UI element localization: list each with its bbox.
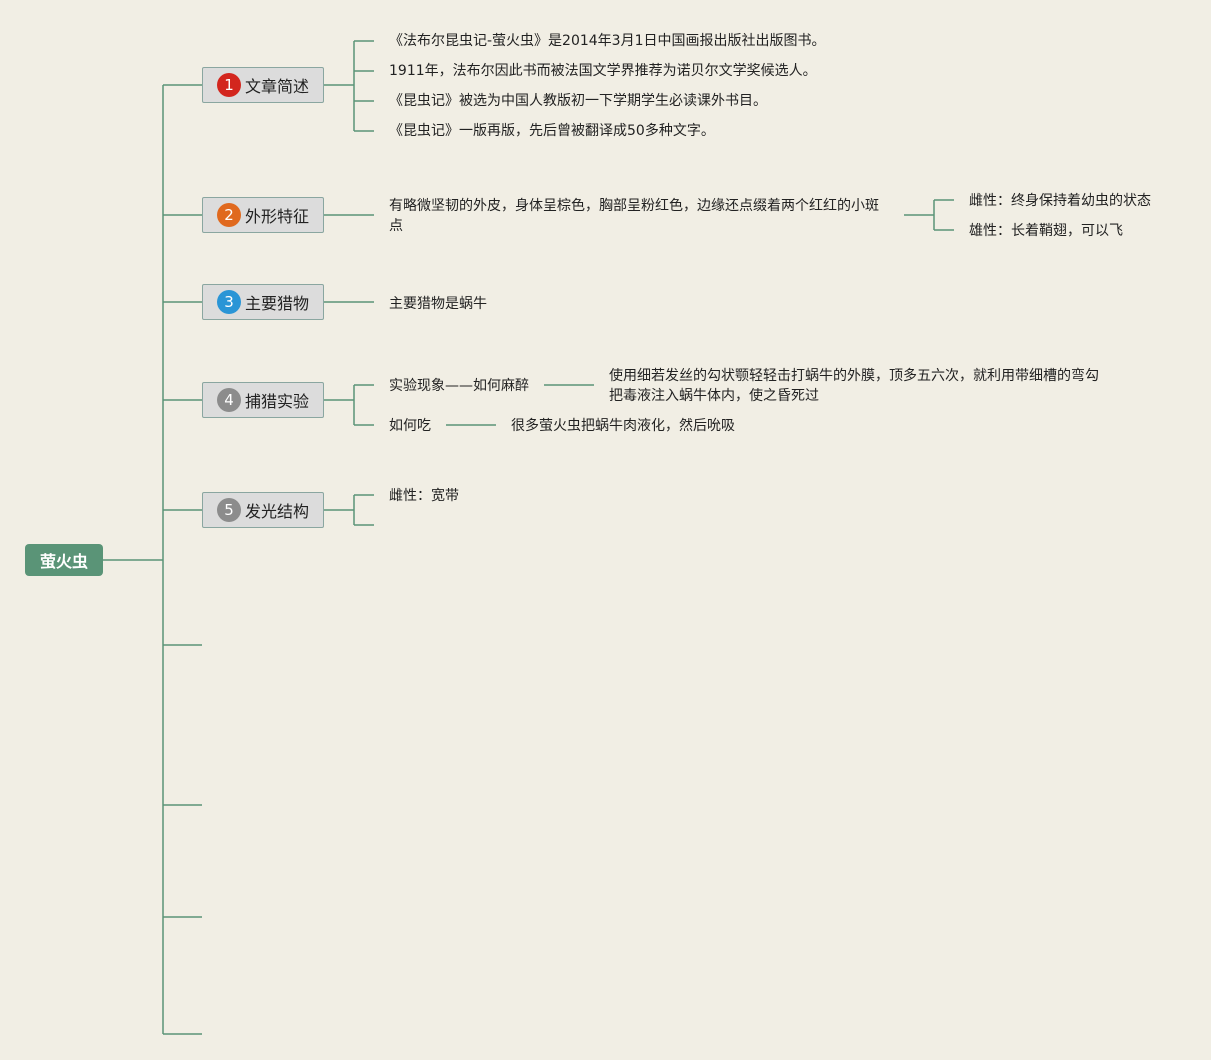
leaf-node[interactable]: 如何吃 bbox=[389, 418, 431, 434]
branch-node-4[interactable]: 4 捕猎实验 bbox=[202, 382, 324, 418]
leaf-node[interactable]: 1911年，法布尔因此书而被法国文学界推荐为诺贝尔文学奖候选人。 bbox=[389, 63, 817, 79]
sub-leaf-node[interactable]: 使用细若发丝的勾状颚轻轻击打蜗牛的外膜，顶多五六次，就利用带细槽的弯勾把毒液注入… bbox=[609, 368, 1099, 404]
sub-leaf-node[interactable]: 雌性：终身保持着幼虫的状态 bbox=[969, 193, 1151, 209]
branch-label: 发光结构 bbox=[244, 502, 309, 521]
branch-node-1[interactable]: 1 文章简述 bbox=[202, 67, 324, 103]
number-4-icon: 4 bbox=[216, 388, 241, 412]
branch-node-5[interactable]: 5 发光结构 bbox=[202, 492, 324, 528]
branch-label: 主要猎物 bbox=[244, 294, 309, 313]
leaf-node[interactable]: 雌性：宽带 bbox=[389, 488, 459, 504]
branch-label: 捕猎实验 bbox=[244, 392, 309, 411]
sub-leaf-node[interactable]: 雄性：长着鞘翅，可以飞 bbox=[969, 223, 1123, 239]
leaf-node[interactable]: 主要猎物是蜗牛 bbox=[389, 296, 487, 312]
number-5-icon: 5 bbox=[216, 498, 241, 522]
root-node[interactable]: 萤火虫 bbox=[25, 544, 103, 576]
leaf-node[interactable]: 有略微坚韧的外皮，身体呈棕色，胸部呈粉红色，边缘还点缀着两个红红的小斑点 bbox=[389, 198, 879, 234]
branch-label: 外形特征 bbox=[244, 207, 309, 226]
sub-leaf-node[interactable]: 很多萤火虫把蜗牛肉液化，然后吮吸 bbox=[511, 418, 735, 434]
leaf-node[interactable]: 《昆虫记》被选为中国人教版初一下学期学生必读课外书目。 bbox=[389, 93, 767, 109]
branch-label: 文章简述 bbox=[244, 77, 309, 96]
number-1-icon: 1 bbox=[216, 73, 241, 97]
leaf-node[interactable]: 《法布尔昆虫记-萤火虫》是2014年3月1日中国画报出版社出版图书。 bbox=[389, 33, 826, 49]
number-3-icon: 3 bbox=[216, 290, 241, 314]
branch-node-3[interactable]: 3 主要猎物 bbox=[202, 284, 324, 320]
leaf-node[interactable]: 实验现象——如何麻醉 bbox=[389, 378, 529, 394]
branch-node-2[interactable]: 2 外形特征 bbox=[202, 197, 324, 233]
leaf-node[interactable]: 《昆虫记》一版再版，先后曾被翻译成50多种文字。 bbox=[389, 123, 715, 139]
number-2-icon: 2 bbox=[216, 203, 241, 227]
